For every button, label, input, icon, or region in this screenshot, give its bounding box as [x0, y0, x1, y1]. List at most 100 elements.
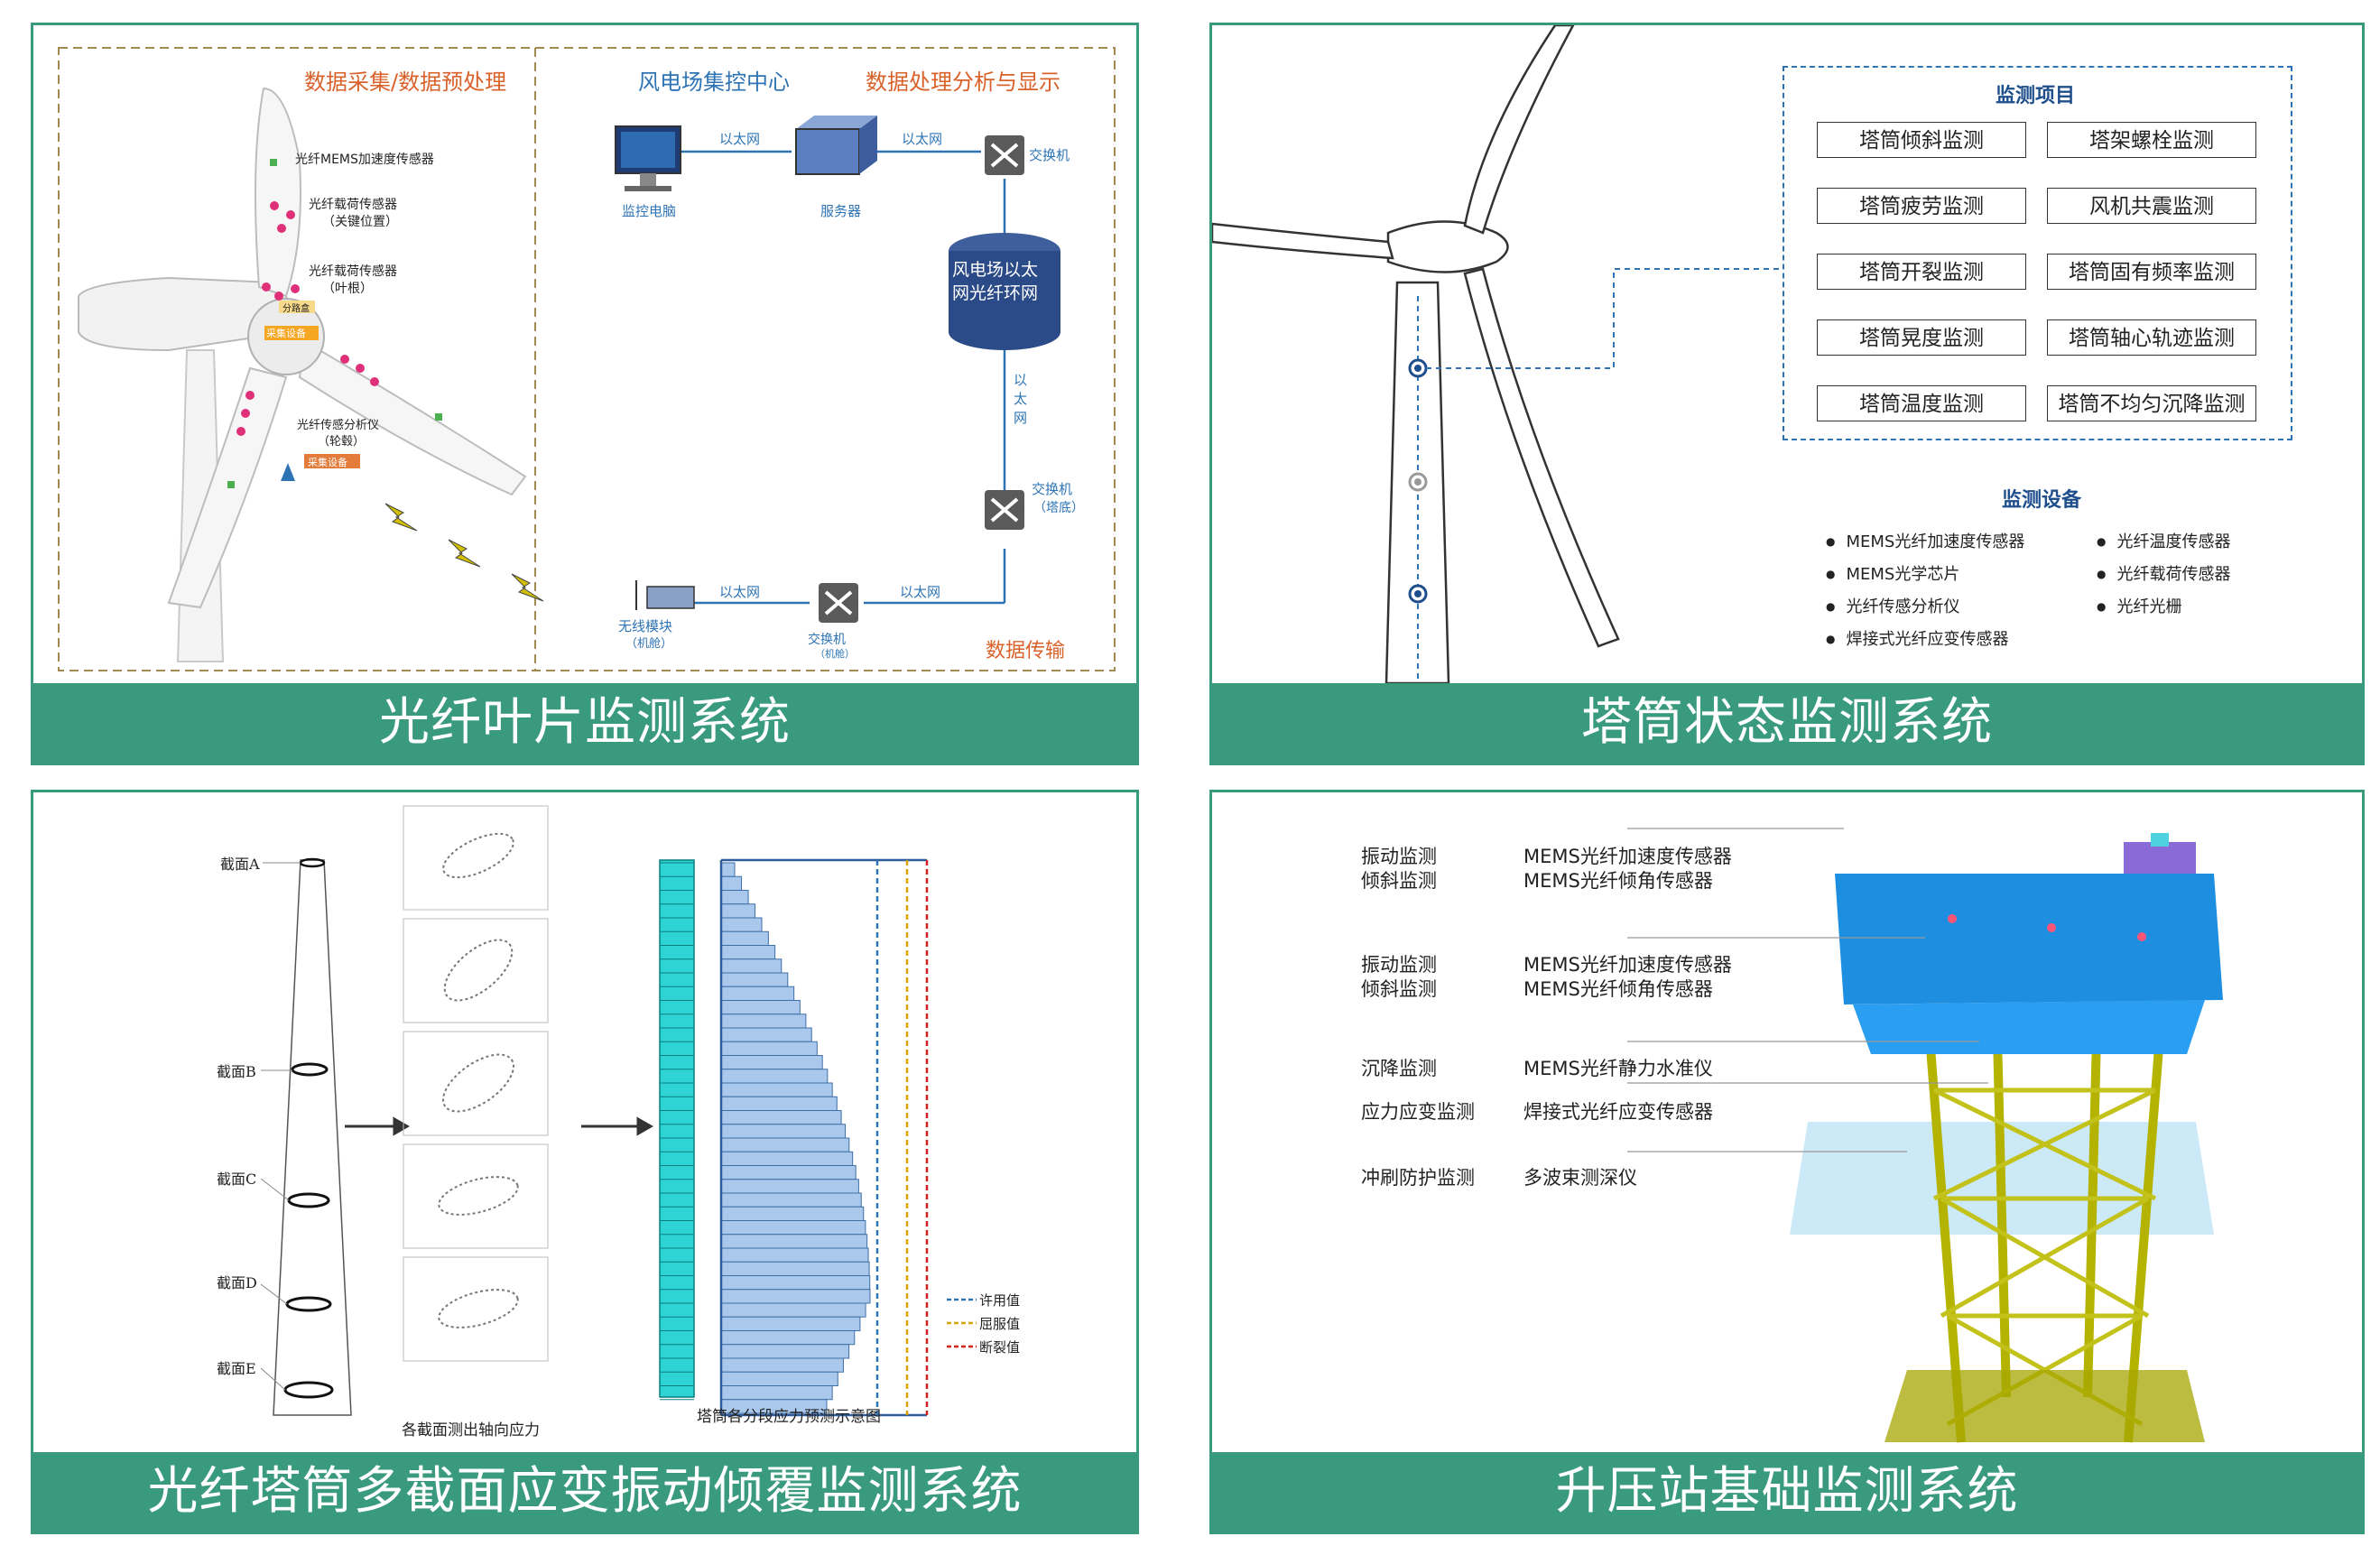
row2-accel-sensor: MEMS光纤加速度传感器 — [1523, 954, 1732, 976]
row1-vibration: 振动监测 — [1361, 846, 1437, 867]
switch-icon — [985, 135, 1024, 175]
label-switch-top: 交换机 — [1029, 147, 1070, 163]
section-title-control-center: 风电场集控中心 — [638, 69, 790, 95]
label-switch-nacelle-note: （机舱） — [815, 648, 855, 660]
legend-allowable: 许用值 — [979, 1292, 1021, 1309]
label-server: 服务器 — [820, 203, 862, 219]
panel-blade-monitoring: 数据采集/数据预处理 风电场集控中心 数据处理分析与显示 数据传输 光纤MEMS… — [31, 23, 1139, 765]
station-svg — [1627, 828, 2223, 1443]
stress-bar — [720, 930, 769, 946]
label-ethernet-1: 以太网 — [719, 131, 761, 147]
stress-bar — [720, 1344, 850, 1359]
label-ring-net-1: 风电场以太 — [952, 260, 1039, 280]
stress-bar — [720, 903, 756, 919]
stress-bar — [720, 1000, 801, 1015]
row2-tilt: 倾斜监测 — [1361, 978, 1437, 1000]
stress-bar — [720, 890, 749, 905]
stress-bar — [720, 1137, 850, 1152]
stress-bar — [720, 1234, 868, 1249]
stress-bar — [720, 1179, 859, 1194]
plots-caption: 各截面测出轴向应力 — [402, 1421, 540, 1439]
row4-stress: 应力应变监测 — [1361, 1101, 1475, 1123]
stress-bar — [720, 1261, 870, 1276]
section-title-acquisition: 数据采集/数据预处理 — [304, 69, 507, 95]
legend-yield: 屈服值 — [979, 1316, 1021, 1332]
stress-bar — [720, 1316, 861, 1331]
item-sway: 塔筒晃度监测 — [1817, 319, 2026, 356]
item-bolt: 塔架螺栓监测 — [2047, 122, 2256, 158]
row3-settlement: 沉降监测 — [1361, 1058, 1437, 1079]
label-ethernet-2: 以太网 — [902, 131, 943, 147]
device-load-sensor: 光纤载荷传感器 — [2097, 561, 2230, 585]
tower-diagram: 监测项目 塔筒倾斜监测 塔架螺栓监测 塔筒疲劳监测 风机共震监测 塔筒开裂监测 … — [1212, 25, 2362, 683]
device-mems-accel: MEMS光纤加速度传感器 — [1826, 529, 2024, 552]
monitoring-items-box — [1783, 66, 2292, 440]
stress-bar — [720, 1165, 857, 1180]
stress-bar — [720, 875, 743, 891]
legend-fracture: 断裂值 — [979, 1339, 1021, 1356]
label-wireless-module: 无线模块 — [618, 618, 673, 634]
stress-chart-caption: 塔筒各分段应力预测示意图 — [697, 1408, 881, 1426]
item-temperature: 塔筒温度监测 — [1817, 385, 2026, 421]
item-crack: 塔筒开裂监测 — [1817, 254, 2026, 290]
item-resonance: 风机共震监测 — [2047, 188, 2256, 224]
row2-tilt-sensor: MEMS光纤倾角传感器 — [1523, 978, 1713, 1000]
stress-bar — [720, 1027, 812, 1042]
section-label-e: 截面E — [217, 1360, 256, 1377]
stress-bar — [720, 1275, 871, 1291]
row5-sonar: 多波束测深仪 — [1523, 1167, 1637, 1189]
item-tilt: 塔筒倾斜监测 — [1817, 122, 2026, 158]
stress-bar — [720, 1247, 869, 1263]
monitoring-devices-title: 监测设备 — [2002, 489, 2082, 512]
device-mems-chip: MEMS光学芯片 — [1826, 561, 1959, 585]
station-diagram: 振动监测 倾斜监测 MEMS光纤加速度传感器 MEMS光纤倾角传感器 振动监测 … — [1212, 792, 2362, 1452]
stress-bar — [720, 917, 763, 932]
section-title-analysis: 数据处理分析与显示 — [866, 69, 1060, 95]
stress-bar — [720, 1151, 854, 1166]
stress-bar — [720, 1220, 866, 1236]
label-ring-net-2: 网光纤环网 — [952, 283, 1039, 303]
stress-bar — [720, 1302, 866, 1318]
label-wireless-module-note: （机舱） — [625, 637, 673, 651]
section-title-transmission: 数据传输 — [986, 640, 1066, 662]
label-switch-base: 交换机 — [1032, 481, 1073, 497]
section-label-b: 截面B — [217, 1063, 256, 1080]
label-monitor-pc: 监控电脑 — [622, 203, 677, 219]
stress-bar — [720, 986, 795, 1001]
device-strain-sensor: 焊接式光纤应变传感器 — [1826, 626, 2008, 650]
stress-bar — [720, 1330, 856, 1346]
label-ethernet-vertical: 以太网 — [1012, 373, 1028, 430]
strain-svg — [260, 805, 977, 1417]
label-switch-nacelle: 交换机 — [808, 633, 846, 647]
panel-strain-monitoring: 截面A 截面B 截面C 截面D 截面E 各截面测出轴向应力 塔筒各分段应力预测示… — [31, 790, 1139, 1534]
stress-bar — [720, 972, 789, 987]
stress-bar — [720, 945, 776, 960]
blade-system-svg — [58, 47, 1116, 671]
tower-turbine-svg — [1212, 25, 1781, 683]
label-analyzer-hub: （轮毂） — [318, 435, 366, 449]
panel-station-monitoring: 振动监测 倾斜监测 MEMS光纤加速度传感器 MEMS光纤倾角传感器 振动监测 … — [1209, 790, 2365, 1534]
monitoring-items-title: 监测项目 — [1996, 85, 2076, 107]
row1-tilt-sensor: MEMS光纤倾角传感器 — [1523, 870, 1713, 892]
stress-bar — [720, 862, 736, 877]
label-analyzer: 光纤传感分析仪 — [297, 419, 380, 432]
device-analyzer: 光纤传感分析仪 — [1826, 594, 1959, 617]
row4-strain-sensor: 焊接式光纤应变传感器 — [1523, 1101, 1713, 1123]
stress-bar — [720, 1110, 842, 1125]
stress-bar — [720, 1124, 847, 1139]
row1-tilt: 倾斜监测 — [1361, 870, 1437, 892]
panel-caption: 塔筒状态监测系统 — [1212, 683, 2362, 763]
stress-bar — [720, 1014, 807, 1029]
stress-bar — [720, 958, 783, 974]
label-switch-base-note: （塔底） — [1033, 501, 1084, 515]
item-settlement: 塔筒不均匀沉降监测 — [2047, 385, 2256, 421]
panel-caption: 光纤塔筒多截面应变振动倾覆监测系统 — [33, 1452, 1136, 1532]
stress-bar — [720, 1289, 871, 1304]
item-natural-frequency: 塔筒固有频率监测 — [2047, 254, 2256, 290]
stress-bar — [720, 1082, 833, 1097]
section-label-d: 截面D — [217, 1274, 257, 1291]
label-acq-device-2: 采集设备 — [308, 457, 347, 468]
stress-bar — [720, 1096, 838, 1111]
label-split-box: 分路盒 — [282, 304, 310, 314]
row2-vibration: 振动监测 — [1361, 954, 1437, 976]
